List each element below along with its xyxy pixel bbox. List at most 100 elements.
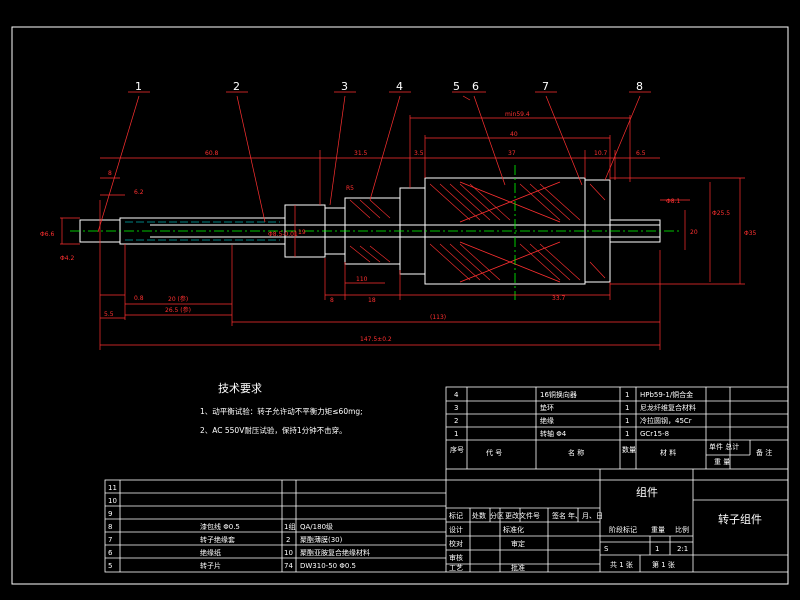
bom-low-name: 转子片 <box>200 561 221 570</box>
col-date: 年、月、日 <box>568 511 603 520</box>
bom-low-material: 聚酯薄膜(30) <box>300 535 343 544</box>
winding-cross <box>459 181 561 283</box>
col-change: 更改文件号 <box>505 511 540 520</box>
row-mark: 标记 <box>449 511 463 520</box>
weight-value: 1 <box>655 545 659 553</box>
bom-row-no: 2 <box>454 417 458 425</box>
col-count: 处数 <box>472 511 486 520</box>
bom-low-qty: 74 <box>284 562 293 570</box>
dim-4-2: Φ4.2 <box>60 255 74 262</box>
dim-37: 37 <box>508 150 516 157</box>
bom-header-name: 名 称 <box>568 448 584 457</box>
bom-row-code: 绝缘 <box>540 416 554 425</box>
bom-row-no: 4 <box>454 391 459 399</box>
balloon-labels: 1 2 3 4 5 6 7 8 <box>135 80 643 93</box>
balloon-7: 7 <box>542 80 549 93</box>
row-review: 审核 <box>449 553 463 562</box>
bom-row-material: GCr15-8 <box>640 430 669 438</box>
bom-row-qty: 1 <box>625 391 629 399</box>
dim-overall: 147.5±0.2 <box>360 336 392 343</box>
row-process: 工艺 <box>449 564 463 572</box>
tech-line-2: 2、AC 550V耐压试验，保持1分钟不击穿。 <box>200 425 347 435</box>
dim-33-7: 33.7 <box>552 295 566 302</box>
bom-header-weight2: 重 量 <box>714 458 730 466</box>
bom-low-qty: 1组 <box>284 522 295 531</box>
stage-value: S <box>604 545 609 553</box>
bom-low-no: 9 <box>108 510 112 518</box>
bom-low-no: 8 <box>108 523 112 531</box>
dim-8: 8 <box>108 170 112 177</box>
bom-header-remark: 备 注 <box>756 448 772 457</box>
bom-low-material: QA/180级 <box>300 522 333 531</box>
sheets-total: 共 1 张 <box>610 560 633 569</box>
dimension-texts: 147.5±0.2 (113) 60.8 31.5 8 6.2 3.5 37 1… <box>40 111 757 343</box>
dim-6-6: Φ6.6 <box>40 231 54 238</box>
bom-row-code: 垫环 <box>540 403 554 412</box>
dim-3-5: 3.5 <box>414 150 424 157</box>
bom-low-material: 聚酯亚胺复合绝缘材料 <box>300 548 370 557</box>
row-design: 设计 <box>449 525 463 534</box>
col-sign: 签名 <box>552 511 566 520</box>
scale-value: 2:1 <box>677 545 688 553</box>
balloon-1: 1 <box>135 80 142 93</box>
weight-label: 重量 <box>651 526 665 534</box>
bom-low-no: 6 <box>108 549 113 557</box>
dim-r: R5 <box>346 185 354 192</box>
bom-header-weight: 单件 总计 <box>709 442 739 451</box>
approve-label: 批准 <box>511 563 525 572</box>
scale-label: 比例 <box>675 525 689 534</box>
balloon-5: 5 <box>453 80 460 93</box>
review-label: 审定 <box>511 539 525 548</box>
dim-10-7: 10.7 <box>594 150 608 157</box>
bom-top-rows: 4 16铜换向器 1 HPb59-1/铜合金 3 垫环 1 尼龙纤维复合材料 2… <box>450 390 772 466</box>
bom-header-material: 材 料 <box>660 448 676 457</box>
tech-title: 技术要求 <box>218 382 262 395</box>
bom-low-qty: 10 <box>284 549 293 557</box>
dim-6-5: 6.5 <box>636 150 646 157</box>
dim-8-1: Φ8.1 <box>666 198 680 205</box>
dim-26-5: 26.5 (参) <box>165 306 191 314</box>
std-label: 标准化 <box>503 525 524 534</box>
bom-row-material: 尼龙纤维复合材料 <box>640 403 696 412</box>
bom-low-name: 绝缘纸 <box>200 548 221 557</box>
bom-low-name: 漆包线 Φ0.5 <box>200 522 240 531</box>
bom-lower-rows: 11 10 9 8 漆包线 Φ0.5 1组 QA/180级 7 转子绝缘套 2 … <box>108 484 370 570</box>
bom-header-qty: 数量 <box>622 445 636 454</box>
title-block-grid <box>104 469 789 573</box>
drawing-frame <box>11 26 789 585</box>
bom-row-qty: 1 <box>625 404 629 412</box>
bom-low-name: 转子绝缘套 <box>200 535 235 544</box>
bom-row-code: 转轴 Φ4 <box>540 429 567 438</box>
group-label: 组件 <box>636 485 658 499</box>
bom-low-no: 5 <box>108 562 112 570</box>
bom-header-no: 序号 <box>450 445 464 454</box>
dim-60-8: 60.8 <box>205 150 219 157</box>
dim-0-8: 0.8 <box>134 295 144 302</box>
bom-row-material: HPb59-1/铜合金 <box>640 390 693 399</box>
rotor-hatching <box>349 183 606 281</box>
tech-line-1: 1、动平衡试验：转子允许动不平衡力矩≤60mg; <box>200 406 363 416</box>
balloon-4: 4 <box>396 80 403 93</box>
dim-18: 18 <box>368 297 376 304</box>
center-line <box>70 165 680 300</box>
row-check: 校对 <box>449 539 463 548</box>
bom-low-no: 10 <box>108 497 117 505</box>
col-zone: 分区 <box>490 511 504 520</box>
bom-low-no: 11 <box>108 484 117 492</box>
bom-row-no: 1 <box>454 430 458 438</box>
bom-low-no: 7 <box>108 536 112 544</box>
dim-6-2: 6.2 <box>134 189 144 196</box>
drawing-name: 转子组件 <box>718 512 762 526</box>
bom-low-material: DW310-50 Φ0.5 <box>300 562 356 570</box>
sheet-number: 第 1 张 <box>652 560 675 569</box>
bom-row-qty: 1 <box>625 417 629 425</box>
dim-min: min59.4 <box>505 111 530 118</box>
dim-113: (113) <box>430 314 446 321</box>
bom-grid <box>445 386 789 470</box>
bom-low-qty: 2 <box>286 536 290 544</box>
dim-phi35: Φ35 <box>744 230 757 237</box>
dim-shaft: Φ8.5-0.01 <box>268 231 298 238</box>
dim-20: 20 (参) <box>168 295 188 303</box>
balloon-6: 6 <box>472 80 479 93</box>
